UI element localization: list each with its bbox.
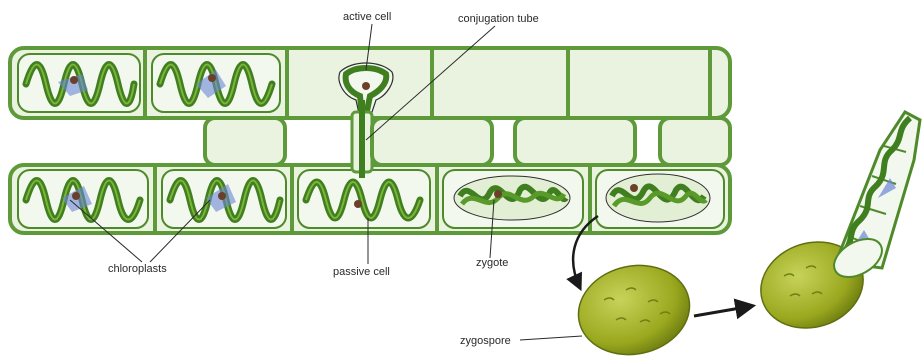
upper-cell-2 [152,54,280,112]
passive-cell [298,170,430,228]
label-zygospore: zygospore [460,335,511,347]
label-zygote: zygote [476,257,508,269]
lower-filament [10,165,730,233]
conjugation-tube [205,118,285,165]
zygospore [570,255,698,361]
label-conjugation-tube: conjugation tube [458,13,539,25]
germinating-zygospore [750,112,920,341]
nucleus [70,76,78,84]
lower-cell-1 [18,170,148,228]
label-chloroplasts: chloroplasts [108,263,167,275]
upper-cell-1 [18,54,140,112]
zygote-cell [443,170,583,228]
upper-filament [10,48,730,118]
zygote-cell-2 [596,170,724,228]
arrow-to-germination [694,306,752,316]
label-passive-cell: passive cell [333,266,390,278]
label-active-cell: active cell [343,11,391,23]
lower-cell-2 [162,170,286,228]
